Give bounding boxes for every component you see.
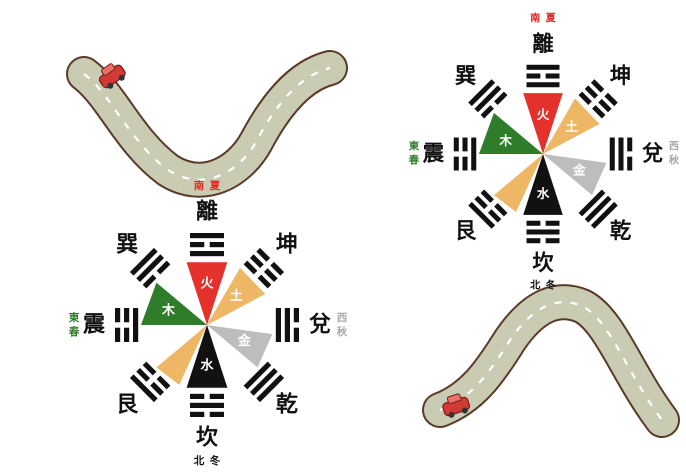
water-wedge — [186, 325, 228, 388]
trigram-li — [526, 64, 560, 88]
direction-west: 西 — [337, 312, 348, 324]
season-autumn: 秋 — [669, 153, 680, 166]
trigram-kun — [578, 79, 618, 119]
trigram-dui — [609, 137, 633, 171]
trigram-name-kun: 坤 — [276, 233, 298, 258]
fire-element-label: 火 — [537, 107, 550, 122]
metal-element-label: 金 — [237, 333, 252, 349]
direction-north: 北 — [194, 454, 205, 467]
trigram-name-dui: 兌 — [642, 142, 663, 167]
direction-east: 東 — [69, 311, 80, 324]
season-spring: 春 — [409, 153, 420, 166]
season-autumn: 秋 — [337, 325, 348, 338]
trigram-qian — [243, 361, 285, 403]
trigram-xun — [468, 79, 508, 119]
trigram-xun — [129, 247, 171, 289]
metal-wedge — [207, 325, 273, 368]
trigram-kun — [243, 247, 285, 289]
wood-element-label: 木 — [161, 303, 176, 319]
wood-wedge — [478, 112, 543, 154]
fire-element-label: 火 — [200, 277, 214, 292]
season-winter: 冬 — [210, 454, 221, 467]
trigram-name-li: 離 — [532, 31, 553, 57]
direction-south: 南 — [194, 179, 205, 192]
road-valley — [66, 50, 348, 198]
trigram-name-xun: 巽 — [455, 64, 476, 89]
wood-element-label: 木 — [498, 133, 512, 148]
road-hill — [422, 284, 680, 438]
trigram-name-qian: 乾 — [610, 218, 632, 244]
car-icon — [98, 63, 126, 89]
season-summer: 夏 — [209, 180, 221, 192]
trigram-zhen — [115, 308, 139, 342]
direction-south: 南 — [530, 12, 540, 25]
trigram-name-zhen: 震 — [83, 313, 106, 338]
trigram-dui — [275, 308, 299, 342]
fire-wedge — [186, 262, 228, 325]
season-winter: 冬 — [546, 278, 557, 291]
trigram-name-xun: 巽 — [116, 233, 138, 258]
trigram-name-dui: 兌 — [309, 313, 331, 338]
earth-extra-wedge — [493, 154, 543, 213]
metal-wedge — [543, 154, 607, 196]
trigram-li — [190, 233, 224, 257]
trigram-name-kun: 坤 — [610, 64, 631, 89]
trigram-gen — [129, 361, 171, 403]
direction-east: 東 — [409, 140, 420, 153]
earth-wedge — [543, 98, 600, 154]
water-wedge — [523, 154, 563, 215]
car-icon — [442, 393, 471, 418]
trigram-name-kan: 坎 — [196, 425, 218, 451]
trigram-gen — [468, 189, 508, 229]
trigram-zhen — [453, 137, 477, 171]
trigram-name-gen: 艮 — [116, 392, 139, 417]
trigram-kan — [526, 220, 560, 244]
trigram-name-gen: 艮 — [455, 219, 477, 244]
direction-west: 西 — [669, 141, 679, 153]
bagua-diagram: 火土金水 木 離坤兌乾坎 艮 震 巽 南夏北冬 東春 西秋 — [69, 179, 348, 467]
earth-wedge — [207, 267, 266, 325]
water-element-label: 水 — [200, 357, 214, 373]
trigram-name-kan: 坎 — [532, 250, 554, 276]
trigram-qian — [578, 189, 618, 229]
earth-element-label: 土 — [230, 288, 243, 304]
trigram-kan — [190, 393, 224, 417]
trigram-name-zhen: 震 — [423, 142, 445, 167]
bagua-diagram: 火土金水 木 離坤兌乾坎 艮 震 巽 南夏北冬 東春 西秋 — [409, 12, 680, 292]
water-element-label: 水 — [537, 186, 550, 201]
season-summer: 夏 — [546, 13, 557, 25]
earth-extra-wedge — [156, 325, 207, 385]
season-spring: 春 — [69, 325, 80, 338]
metal-element-label: 金 — [572, 163, 586, 178]
trigram-name-li: 離 — [196, 199, 218, 225]
direction-north: 北 — [530, 278, 541, 291]
trigram-name-qian: 乾 — [276, 391, 298, 417]
earth-element-label: 土 — [565, 119, 578, 134]
fire-wedge — [523, 93, 563, 154]
wood-wedge — [141, 282, 207, 325]
